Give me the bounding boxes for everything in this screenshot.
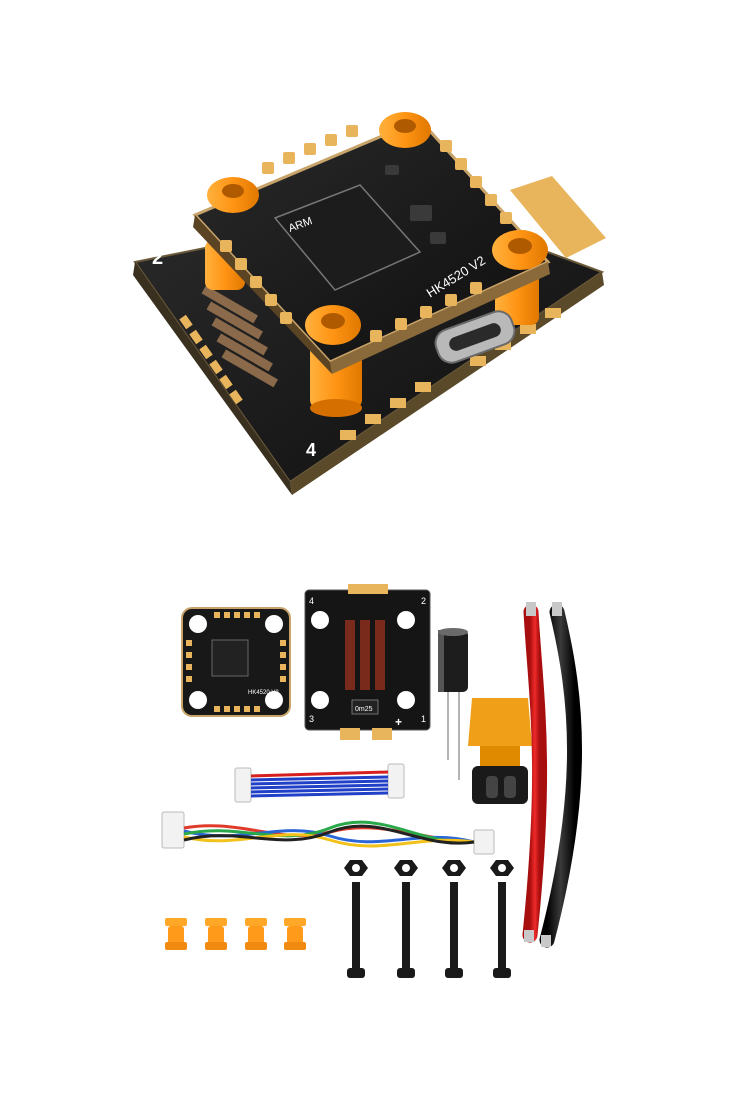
esc-small-label-3: 3 — [309, 714, 314, 724]
screw-4 — [490, 860, 514, 978]
fc-esc-stack: 2 3 4 — [133, 112, 606, 495]
esc-board-flat: 0m25 4 2 3 1 + — [304, 584, 431, 740]
screw-1 — [344, 860, 368, 978]
standoffs-top — [207, 112, 548, 345]
screw-3 — [442, 860, 466, 978]
fc-pads — [220, 125, 527, 342]
fc-components — [385, 165, 446, 244]
grommet-1 — [165, 918, 187, 950]
polarity-plus: + — [395, 715, 402, 729]
esc-motor-4-label: 4 — [306, 440, 316, 460]
screws — [344, 860, 514, 978]
grommet-3 — [245, 918, 267, 950]
grommet-2 — [205, 918, 227, 950]
fc-model-label-small: HK4520 V2 — [248, 690, 279, 696]
esc-motor-2-label: 2 — [152, 247, 163, 269]
mosfet-row — [201, 285, 278, 388]
package-contents: HK4520 V2 0m25 4 2 3 1 + — [161, 584, 582, 978]
esc-edge-pads — [179, 314, 243, 405]
capacitor — [438, 628, 468, 780]
twisted-cable-long — [161, 811, 495, 855]
ribbon-cable-short — [234, 763, 405, 803]
xt60-connector — [468, 698, 532, 804]
esc-small-label-1: 1 — [421, 714, 426, 724]
standoffs-lower — [205, 240, 539, 417]
fc-board-top: ARM HK4520 V2 — [192, 118, 551, 374]
esc-small-label-4: 4 — [309, 596, 314, 606]
grommets — [165, 918, 306, 950]
grommet-4 — [284, 918, 306, 950]
esc-chip-marking: 0m25 — [355, 706, 373, 713]
screw-2 — [394, 860, 418, 978]
mcu-chip — [273, 184, 422, 291]
power-wires — [522, 602, 582, 948]
battery-pads — [510, 176, 606, 258]
esc-motor-3-label: 3 — [580, 316, 590, 336]
esc-small-label-2: 2 — [421, 596, 426, 606]
fc-board-flat: HK4520 V2 — [181, 607, 291, 717]
